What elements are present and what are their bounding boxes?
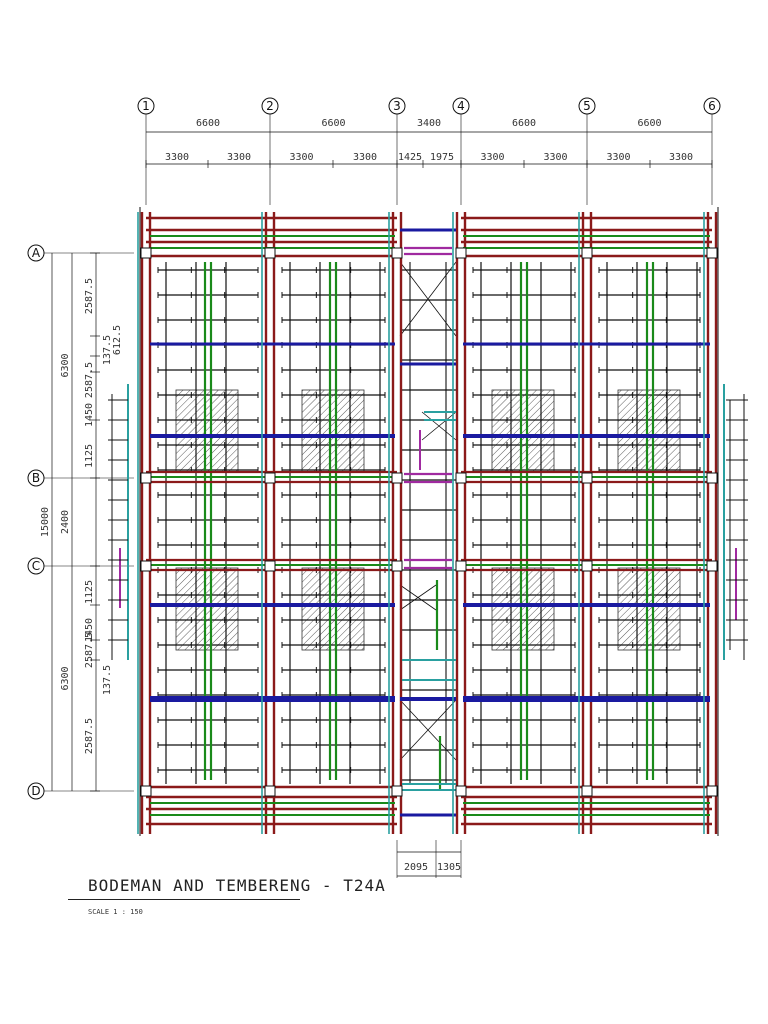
title-block: BODEMAN AND TEMBERENG - T24A SCALE 1 : 1… — [68, 876, 386, 916]
dim-top-minor: 3300 — [543, 152, 567, 163]
dim-left-minor-bottom: 1125 — [84, 580, 95, 604]
dim-left-small-bottom: 137.5 — [102, 665, 113, 695]
dim-left-minor-bottom: 2587.5 — [84, 718, 95, 754]
dim-left-major: 2400 — [60, 510, 71, 534]
dim-left-small: 137.5 — [102, 335, 113, 365]
column-node — [391, 472, 403, 484]
column-node — [581, 247, 593, 259]
dim-left-minor-bottom: 2587.5 — [84, 632, 95, 668]
column-node — [391, 247, 403, 259]
column-node — [264, 785, 276, 797]
column-node — [706, 560, 718, 572]
dim-top-minor: 3300 — [606, 152, 630, 163]
hatched-footing — [301, 567, 365, 651]
column-node — [581, 560, 593, 572]
dim-left-minor-bottom: 1450 — [84, 618, 95, 642]
column-node — [455, 785, 467, 797]
hatched-footing — [301, 389, 365, 473]
dim-top-minor: 3300 — [353, 152, 377, 163]
grid-label-row-B: B — [32, 471, 40, 485]
hatched-footing — [175, 567, 239, 651]
dim-bottom: 2095 — [404, 862, 428, 873]
dim-top-major: 6600 — [637, 118, 661, 129]
grid-label-row-C: C — [32, 559, 40, 573]
column-node — [581, 785, 593, 797]
grid-label-col-5: 5 — [583, 99, 591, 113]
dim-top-minor: 3300 — [480, 152, 504, 163]
dim-top-minor: 3300 — [227, 152, 251, 163]
dim-top-minor: 1975 — [430, 152, 454, 163]
hatched-footing — [491, 389, 555, 473]
title-underline — [68, 899, 300, 900]
grid-label-col-2: 2 — [266, 99, 274, 113]
column-node — [391, 560, 403, 572]
dim-left-major: 6300 — [60, 353, 71, 377]
dim-left-major: 6300 — [60, 666, 71, 690]
column-node — [581, 472, 593, 484]
column-node — [264, 560, 276, 572]
dim-top-minor: 3300 — [669, 152, 693, 163]
cross-brace — [399, 261, 457, 337]
drawing-title: BODEMAN AND TEMBERENG - T24A — [88, 876, 386, 895]
dim-top-major: 6600 — [512, 118, 536, 129]
grid-label-col-1: 1 — [142, 99, 150, 113]
cross-brace — [399, 699, 457, 761]
column-node — [455, 560, 467, 572]
hatched-footing — [617, 389, 681, 473]
column-node — [706, 785, 718, 797]
hatched-footing — [617, 567, 681, 651]
column-node — [455, 247, 467, 259]
dim-top-major: 3400 — [417, 118, 441, 129]
dim-left-minor-top: 2587.5 — [84, 278, 95, 314]
dim-top-minor: 3300 — [165, 152, 189, 163]
dim-left-minor-top: 1125 — [84, 444, 95, 468]
cross-brace — [399, 584, 437, 611]
grid-label-col-3: 3 — [393, 99, 401, 113]
dim-top-major: 6600 — [321, 118, 345, 129]
dim-top-minor: 3300 — [289, 152, 313, 163]
column-node — [706, 472, 718, 484]
column-node — [264, 247, 276, 259]
column-node — [455, 472, 467, 484]
grid-label-row-A: A — [32, 246, 41, 260]
column-node — [140, 472, 152, 484]
dim-bottom: 1305 — [437, 862, 461, 873]
scale-label: SCALE 1 : 150 — [88, 908, 143, 916]
grid-label-col-6: 6 — [708, 99, 716, 113]
dim-left-total: 15000 — [40, 507, 51, 537]
column-node — [391, 785, 403, 797]
grid-label-row-D: D — [31, 784, 40, 798]
hatched-footing — [175, 389, 239, 473]
column-node — [140, 785, 152, 797]
dim-left-minor-top: 1450 — [84, 403, 95, 427]
dim-top-major: 6600 — [196, 118, 220, 129]
column-node — [706, 247, 718, 259]
column-node — [264, 472, 276, 484]
dim-left-small: 612.5 — [112, 325, 123, 355]
dim-left-minor-top: 2587.5 — [84, 362, 95, 398]
column-node — [140, 247, 152, 259]
hatched-footing — [491, 567, 555, 651]
grid-label-col-4: 4 — [457, 99, 465, 113]
column-node — [140, 560, 152, 572]
dim-top-minor: 1425 — [398, 152, 422, 163]
cross-brace — [421, 411, 457, 441]
